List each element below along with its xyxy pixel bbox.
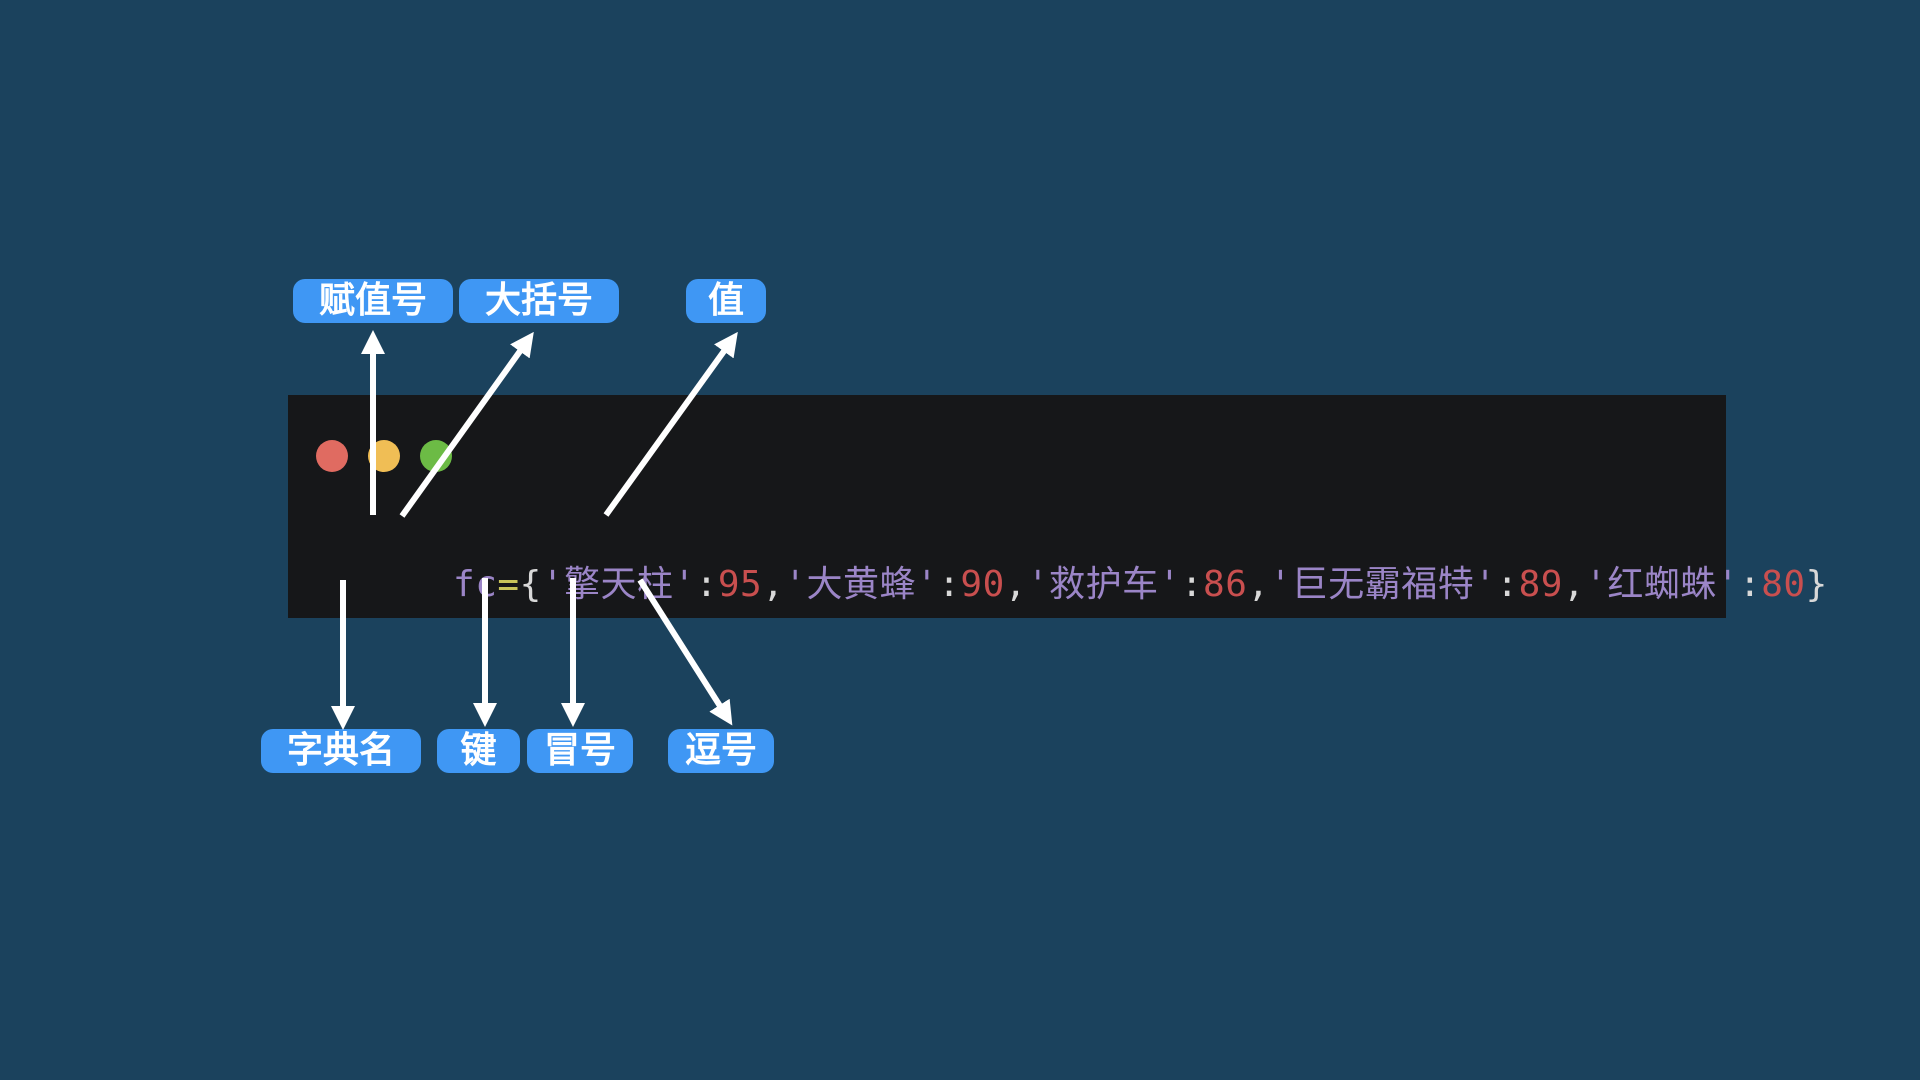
comma-token: , bbox=[1004, 564, 1027, 605]
minimize-dot-icon[interactable] bbox=[368, 440, 400, 472]
comma-token: , bbox=[1562, 564, 1586, 605]
label-key: 键 bbox=[437, 729, 520, 773]
dict-key-token: '红蜘蛛' bbox=[1585, 564, 1740, 605]
colon-token: : bbox=[1180, 564, 1204, 605]
label-brace: 大括号 bbox=[459, 279, 619, 323]
dict-entries: '擎天柱':95,'大黄蜂':90,'救护车':86,'巨无霸福特':89,'红… bbox=[542, 564, 1806, 605]
colon-token: : bbox=[1496, 564, 1519, 605]
dict-key-token: '擎天柱' bbox=[541, 564, 696, 605]
dict-value-token: 90 bbox=[960, 564, 1005, 605]
code-window: fc={'擎天柱':95,'大黄蜂':90,'救护车':86,'巨无霸福特':8… bbox=[288, 395, 1827, 618]
label-comma: 逗号 bbox=[668, 729, 774, 773]
dict-key-token: '巨无霸福特' bbox=[1269, 564, 1497, 605]
colon-token: : bbox=[1739, 564, 1762, 605]
close-dot-icon[interactable] bbox=[316, 440, 348, 472]
label-value: 值 bbox=[686, 279, 766, 323]
open-brace-token: { bbox=[519, 564, 542, 605]
label-dict-name: 字典名 bbox=[261, 729, 421, 773]
close-brace-token: } bbox=[1805, 564, 1828, 605]
maximize-dot-icon[interactable] bbox=[420, 440, 452, 472]
label-colon: 冒号 bbox=[527, 729, 633, 773]
colon-token: : bbox=[938, 564, 961, 605]
dict-name-token: fc bbox=[453, 564, 498, 605]
dict-value-token: 89 bbox=[1518, 564, 1563, 605]
dict-key-token: '救护车' bbox=[1026, 564, 1181, 605]
comma-token: , bbox=[1247, 564, 1270, 605]
assign-token: = bbox=[497, 564, 520, 605]
dict-value-token: 86 bbox=[1203, 564, 1248, 605]
colon-token: : bbox=[695, 564, 718, 605]
dict-value-token: 80 bbox=[1761, 564, 1806, 605]
dict-key-token: '大黄蜂' bbox=[784, 564, 939, 605]
comma-token: , bbox=[762, 564, 785, 605]
dict-value-token: 95 bbox=[717, 564, 763, 605]
label-assign-op: 赋值号 bbox=[293, 279, 453, 323]
code-line: fc={'擎天柱':95,'大黄蜂':90,'救护车':86,'巨无霸福特':8… bbox=[320, 513, 1828, 657]
